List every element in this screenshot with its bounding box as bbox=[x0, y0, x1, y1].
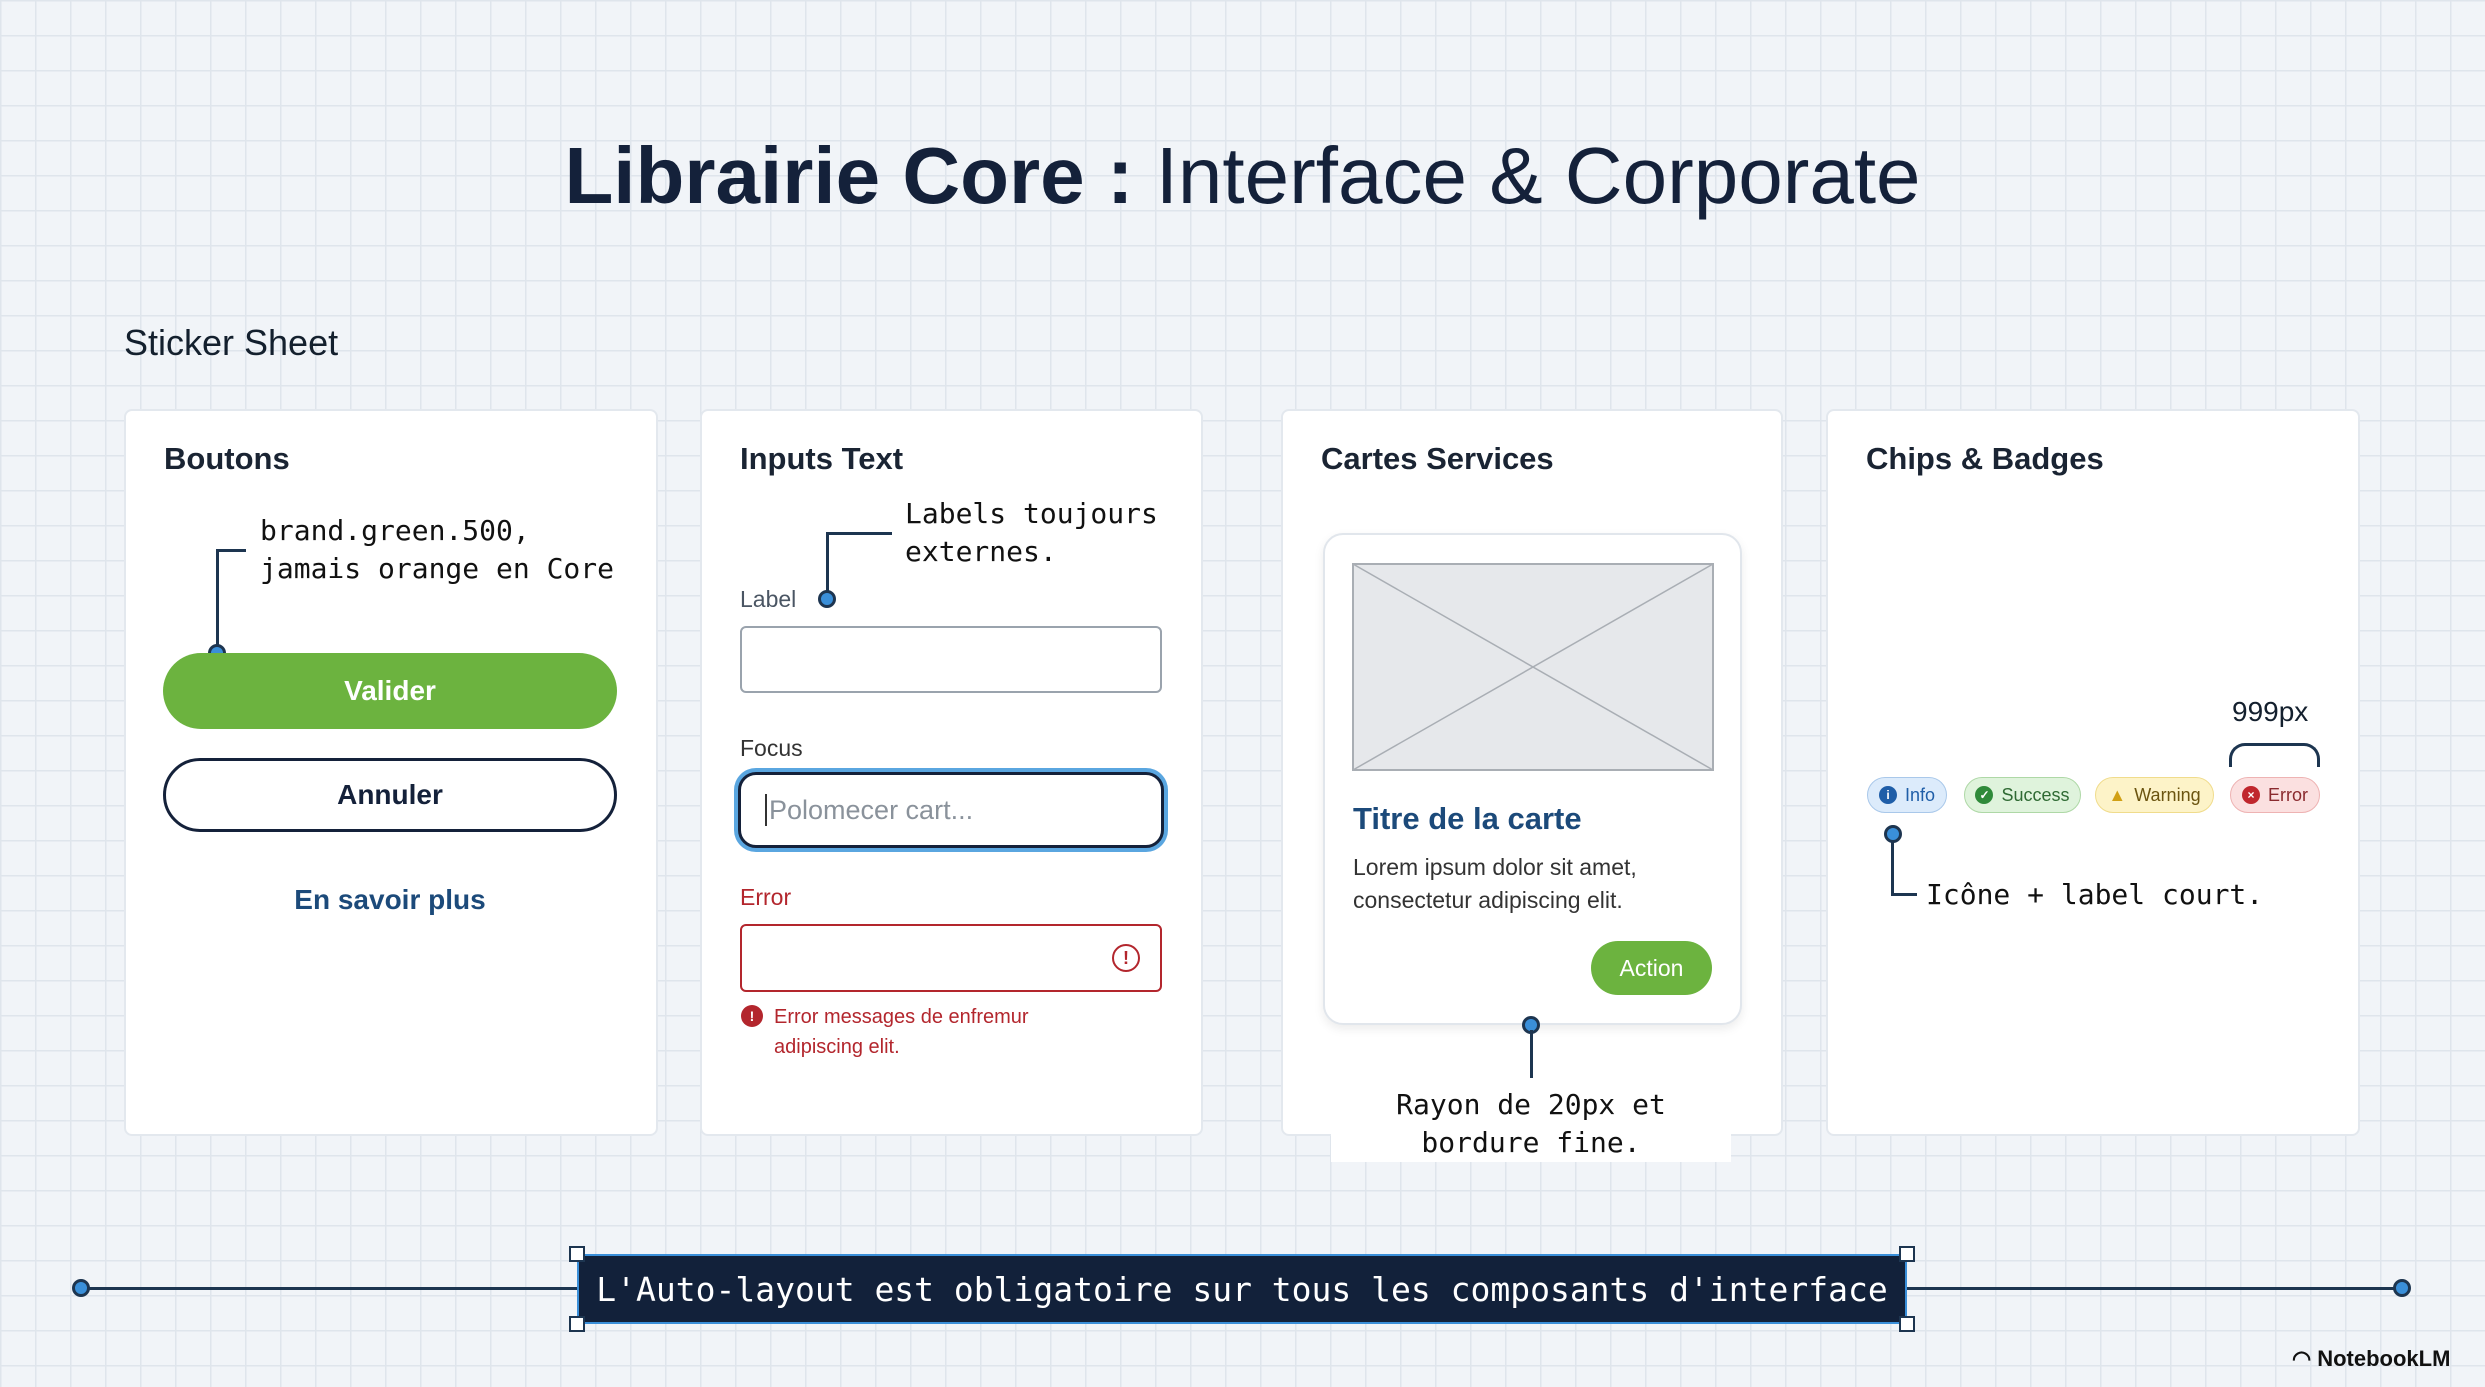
text-cursor bbox=[765, 794, 767, 826]
selection-handle[interactable] bbox=[1899, 1246, 1915, 1262]
chip-label: Success bbox=[2001, 784, 2070, 805]
card-heading: Inputs Text bbox=[740, 441, 904, 476]
text-input[interactable] bbox=[740, 626, 1162, 693]
error-icon: ! bbox=[741, 1005, 763, 1027]
service-card: Titre de la carte Lorem ipsum dolor sit … bbox=[1323, 533, 1742, 1025]
warning-icon: ▲ bbox=[2108, 784, 2127, 805]
connector-line bbox=[1530, 1030, 1533, 1078]
connector-line bbox=[1891, 840, 1894, 896]
focus-label: Focus bbox=[740, 735, 803, 761]
alert-icon: ! bbox=[1112, 944, 1140, 972]
selection-handle[interactable] bbox=[569, 1246, 585, 1262]
selection-handle[interactable] bbox=[1899, 1316, 1915, 1332]
focus-input[interactable]: Polomecer cart... bbox=[738, 772, 1164, 848]
chip-label: Info bbox=[1904, 784, 1936, 805]
title-bold: Librairie Core : bbox=[564, 131, 1134, 220]
action-button[interactable]: Action bbox=[1591, 941, 1712, 995]
chip-label: Error bbox=[2268, 784, 2308, 805]
learn-more-link[interactable]: En savoir plus bbox=[294, 884, 486, 915]
image-placeholder-icon bbox=[1352, 563, 1714, 771]
card-heading: Chips & Badges bbox=[1866, 441, 2104, 476]
annotation: Labels toujours externes. bbox=[905, 497, 1158, 568]
notebooklm-logo-icon: ◠ bbox=[2292, 1346, 2312, 1371]
error-icon: × bbox=[2242, 786, 2260, 804]
connector-line bbox=[216, 549, 219, 653]
watermark: ◠NotebookLM bbox=[2292, 1346, 2450, 1372]
timeline-dot bbox=[2393, 1279, 2411, 1297]
title-light: Interface & Corporate bbox=[1133, 131, 1921, 220]
bracket bbox=[2229, 743, 2320, 767]
placeholder: Polomecer cart... bbox=[769, 794, 974, 825]
card-heading: Boutons bbox=[164, 441, 290, 476]
chip-warning[interactable]: ▲ Warning bbox=[2095, 777, 2214, 813]
connector-line bbox=[826, 532, 829, 598]
input-label: Label bbox=[740, 586, 797, 612]
annotation: brand.green.500, jamais orange en Core bbox=[260, 514, 615, 585]
card-text: Lorem ipsum dolor sit amet, consectetur … bbox=[1353, 854, 1637, 913]
section-title: Sticker Sheet bbox=[124, 322, 339, 363]
auto-layout-banner: L'Auto-layout est obligatoire sur tous l… bbox=[577, 1254, 1907, 1324]
annotation: Rayon de 20px et bordure fine. bbox=[1331, 1086, 1731, 1162]
annuler-button[interactable]: Annuler bbox=[163, 758, 617, 832]
check-circle-icon: ✓ bbox=[1975, 786, 1994, 804]
chip-label: Warning bbox=[2134, 784, 2201, 805]
error-input[interactable]: ! bbox=[740, 924, 1162, 992]
timeline-dot bbox=[72, 1279, 90, 1297]
error-message: Error messages de enfremur adipiscing el… bbox=[774, 1006, 1029, 1058]
connector-line bbox=[216, 549, 246, 552]
card-title: Titre de la carte bbox=[1353, 801, 1582, 836]
chip-error[interactable]: × Error bbox=[2230, 777, 2320, 813]
connector-line bbox=[826, 532, 892, 535]
connector-dot bbox=[818, 590, 836, 608]
card-heading: Cartes Services bbox=[1321, 441, 1554, 476]
radius-note: 999px bbox=[2232, 696, 2309, 727]
info-icon: i bbox=[1878, 786, 1897, 804]
page-title: Librairie Core : Interface & Corporate bbox=[0, 130, 2485, 222]
selection-handle[interactable] bbox=[569, 1316, 585, 1332]
annotation: Icône + label court. bbox=[1926, 878, 2264, 911]
valider-button[interactable]: Valider bbox=[163, 653, 617, 729]
chips-card: Chips & Badges bbox=[1826, 409, 2360, 1136]
error-label: Error bbox=[740, 884, 792, 910]
chip-info[interactable]: i Info bbox=[1867, 777, 1947, 813]
connector-line bbox=[1891, 893, 1917, 896]
watermark-text: NotebookLM bbox=[2317, 1346, 2451, 1371]
chip-success[interactable]: ✓ Success bbox=[1964, 777, 2081, 813]
